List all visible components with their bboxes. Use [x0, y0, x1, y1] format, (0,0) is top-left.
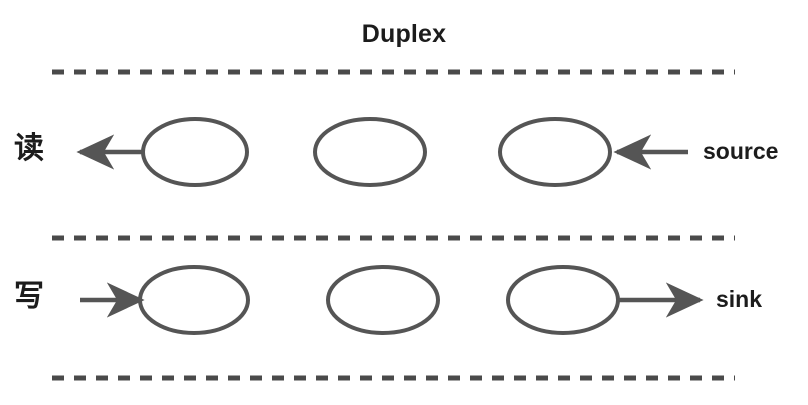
read-node-1	[141, 117, 249, 187]
write-node-3	[506, 265, 620, 335]
write-row-graphics	[80, 265, 704, 335]
row-label-write: 写	[14, 279, 44, 314]
read-row-graphics	[76, 117, 688, 187]
sink-label: sink	[716, 286, 763, 312]
diagram-title: Duplex	[361, 20, 447, 48]
row-label-read: 读	[14, 131, 44, 166]
read-node-3	[498, 117, 612, 187]
source-label: source	[703, 138, 779, 164]
read-node-2	[313, 117, 427, 187]
write-node-2	[326, 265, 440, 335]
separator-lines	[52, 69, 735, 381]
write-node-1	[138, 265, 250, 335]
